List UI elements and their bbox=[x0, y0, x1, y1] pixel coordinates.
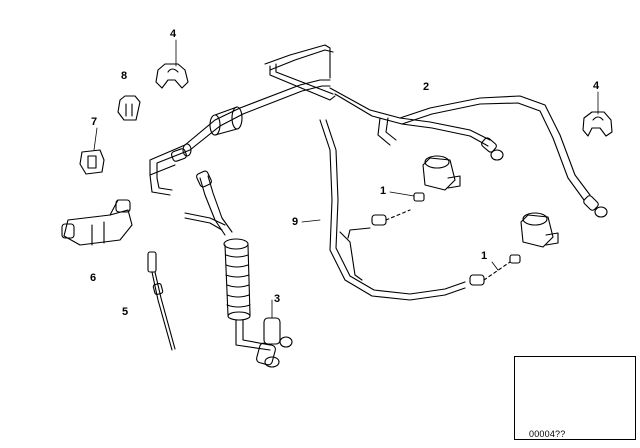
callout-4-right: 4 bbox=[593, 80, 600, 92]
callout-8: 8 bbox=[121, 70, 128, 82]
hose-line-part-2 bbox=[149, 44, 591, 201]
callout-4-left: 4 bbox=[170, 28, 177, 40]
callout-5: 5 bbox=[122, 306, 129, 318]
connector-right-a bbox=[481, 137, 504, 161]
hose-grommet bbox=[209, 106, 243, 136]
connector-right-b bbox=[583, 195, 608, 218]
callout-2: 2 bbox=[423, 81, 430, 93]
nozzle-lower bbox=[520, 212, 559, 248]
callout-7: 7 bbox=[91, 116, 98, 128]
callout-6: 6 bbox=[90, 272, 97, 284]
bracket-part-6 bbox=[61, 199, 133, 246]
pump-assembly-part-3 bbox=[184, 170, 293, 368]
connector-left-top bbox=[171, 143, 192, 162]
check-valve-lower bbox=[469, 261, 511, 286]
hose-line-part-9 bbox=[319, 119, 466, 301]
locator-thumbnail-frame bbox=[514, 356, 636, 440]
leader-lines bbox=[93, 39, 599, 319]
sensor-part-5 bbox=[147, 251, 176, 351]
nozzle-lower-tip bbox=[509, 254, 521, 264]
callout-9: 9 bbox=[292, 216, 299, 228]
clip-part-7 bbox=[79, 149, 105, 175]
callout-3: 3 bbox=[274, 293, 281, 305]
nozzle-upper-tip bbox=[413, 192, 425, 202]
clip-part-4-right bbox=[582, 111, 613, 137]
clip-part-4-left bbox=[155, 63, 189, 89]
callout-1-upper: 1 bbox=[380, 185, 387, 197]
diagram-code: 00004?? bbox=[528, 429, 567, 439]
nozzle-upper bbox=[422, 155, 461, 191]
check-valve-upper bbox=[371, 209, 411, 226]
clip-part-8 bbox=[117, 95, 141, 121]
callout-1-lower: 1 bbox=[481, 250, 488, 262]
